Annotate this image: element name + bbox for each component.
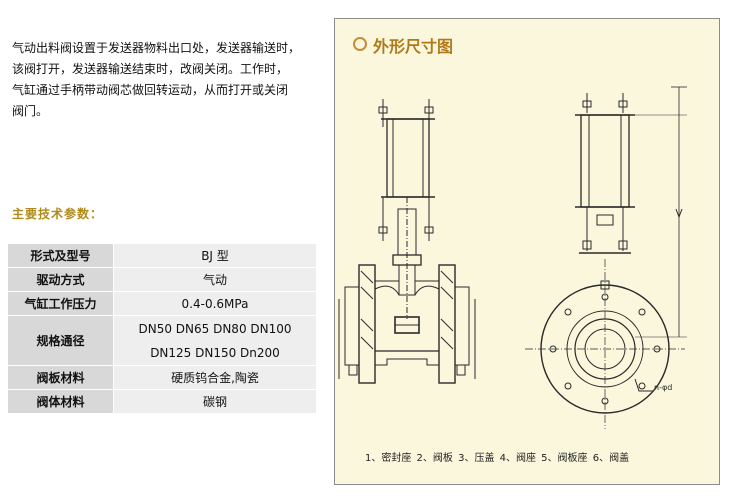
drawing-title: 外形尺寸图 xyxy=(353,33,453,57)
description-line: 该阀打开，发送器输送结束时，改阀关闭。工作时， xyxy=(12,62,289,76)
description-line: 气动出料阀设置于发送器物料出口处，发送器输送时， xyxy=(12,41,301,55)
table-row: 形式及型号 BJ 型 xyxy=(7,243,317,268)
spec-key: 阀体材料 xyxy=(7,389,114,414)
spec-value: 硬质钨合金,陶瓷 xyxy=(113,365,317,390)
spec-table: 形式及型号 BJ 型 驱动方式 气动 气缸工作压力 0.4-0.6MPa 规格通… xyxy=(7,243,317,414)
product-description: 气动出料阀设置于发送器物料出口处，发送器输送时， 该阀打开，发送器输送结束时，改… xyxy=(12,38,330,122)
spec-key: 驱动方式 xyxy=(7,267,114,292)
table-row: 阀板材料 硬质钨合金,陶瓷 xyxy=(7,365,317,390)
spec-value: 0.4-0.6MPa xyxy=(113,291,317,316)
spec-value: BJ 型 xyxy=(113,243,317,268)
spec-key: 规格通径 xyxy=(7,315,114,366)
table-row: 规格通径 DN50 DN65 DN80 DN100 DN125 DN150 Dn… xyxy=(7,315,317,366)
table-row: 气缸工作压力 0.4-0.6MPa xyxy=(7,291,317,316)
spec-value-line: DN50 DN65 DN80 DN100 xyxy=(138,321,292,336)
valve-drawing xyxy=(338,86,687,429)
spec-value: 碳钢 xyxy=(113,389,317,414)
bolt-hole-callout: n-φd xyxy=(654,383,673,392)
valve-side-view xyxy=(338,99,476,384)
parts-legend: 1、密封座 2、阀板 3、压盖 4、阀座 5、阀板座 6、阀盖 xyxy=(365,453,630,464)
spec-value-line: DN125 DN150 Dn200 xyxy=(150,345,280,360)
drawing-title-text: 外形尺寸图 xyxy=(373,37,454,56)
valve-front-view xyxy=(525,86,687,429)
spec-key: 阀板材料 xyxy=(7,365,114,390)
table-row: 阀体材料 碳钢 xyxy=(7,389,317,414)
spec-key: 形式及型号 xyxy=(7,243,114,268)
circle-bullet-icon xyxy=(353,37,367,51)
spec-value: DN50 DN65 DN80 DN100 DN125 DN150 Dn200 xyxy=(113,315,317,366)
table-row: 驱动方式 气动 xyxy=(7,267,317,292)
description-line: 气缸通过手柄带动阀芯做回转运动，从而打开或关闭 xyxy=(12,83,289,97)
description-line: 阀门。 xyxy=(12,104,49,118)
dimension-drawing-panel: 外形尺寸图 xyxy=(334,18,720,485)
spec-section-title: 主要技术参数： xyxy=(12,207,104,221)
spec-value: 气动 xyxy=(113,267,317,292)
spec-key: 气缸工作压力 xyxy=(7,291,114,316)
